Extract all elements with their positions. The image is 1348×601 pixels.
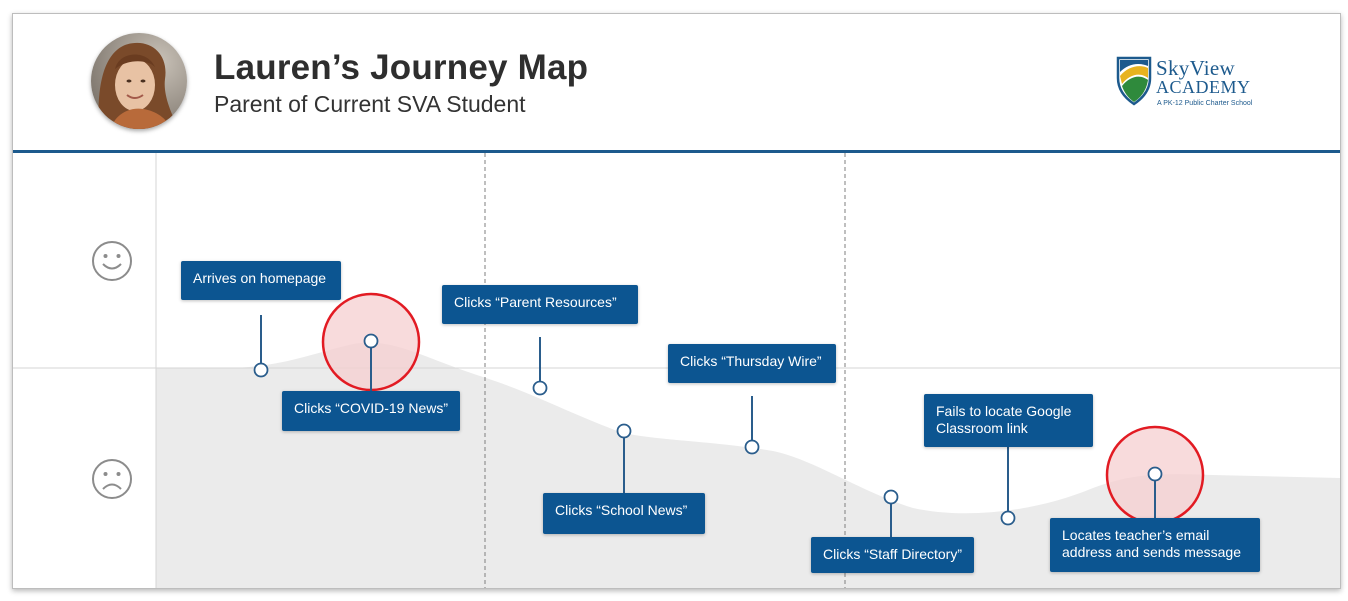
shield-icon — [1116, 56, 1152, 106]
step-box-parent-resources: Clicks “Parent Resources” — [442, 285, 638, 324]
step-marker — [616, 423, 632, 439]
logo-name-line2: ACADEMY — [1156, 77, 1251, 97]
frowning-face-icon — [92, 459, 132, 499]
page-title: Lauren’s Journey Map — [214, 48, 589, 87]
logo-tagline: A PK-12 Public Charter School — [1157, 100, 1253, 107]
step-marker — [1000, 510, 1016, 526]
persona-avatar — [91, 33, 187, 129]
step-marker — [883, 489, 899, 505]
step-box-staff-directory: Clicks “Staff Directory” — [811, 537, 974, 573]
step-marker — [253, 362, 269, 378]
step-marker — [1147, 466, 1163, 482]
step-box-covid-news: Clicks “COVID-19 News” — [282, 391, 460, 431]
step-box-school-news: Clicks “School News” — [543, 493, 705, 534]
step-marker — [363, 333, 379, 349]
smiley-face-icon — [92, 241, 132, 281]
step-marker — [744, 439, 760, 455]
header: Lauren’s Journey Map Parent of Current S… — [13, 14, 1340, 153]
journey-map-card: Lauren’s Journey Map Parent of Current S… — [12, 13, 1341, 589]
step-box-arrives-homepage: Arrives on homepage — [181, 261, 341, 300]
step-box-fails-google-classroom: Fails to locate Google Classroom link — [924, 394, 1093, 447]
step-box-thursday-wire: Clicks “Thursday Wire” — [668, 344, 836, 383]
skyview-academy-logo: SkyView ACADEMY A PK-12 Public Charter S… — [1116, 56, 1266, 116]
step-marker — [532, 380, 548, 396]
step-box-locates-teacher-email: Locates teacher’s email address and send… — [1050, 518, 1260, 572]
page-subtitle: Parent of Current SVA Student — [214, 91, 526, 117]
journey-chart: Arrives on homepage Clicks “COVID-19 New… — [13, 153, 1340, 588]
logo-name-line1: SkyView — [1156, 56, 1236, 80]
